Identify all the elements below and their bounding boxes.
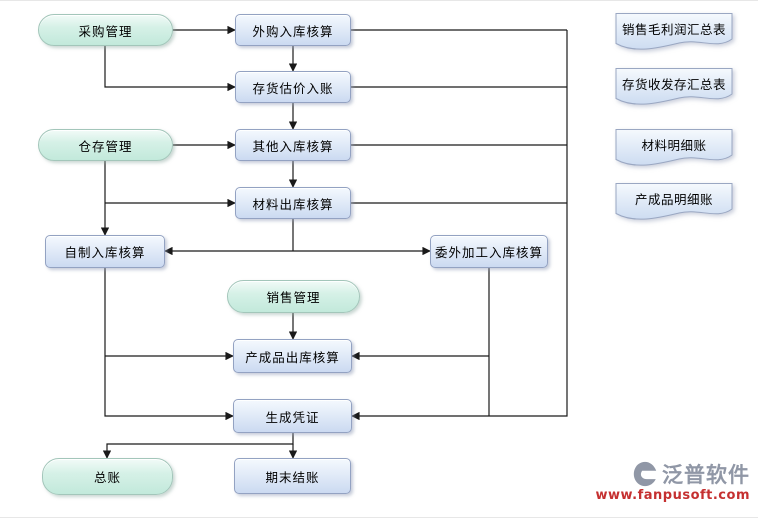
- node-generate-voucher: 生成凭证: [233, 399, 352, 433]
- conn-purchase-to-estimation: [104, 46, 236, 92]
- report-label: 材料明细账: [641, 137, 707, 153]
- node-label: 采购管理: [78, 23, 133, 39]
- node-warehouse-management: 仓存管理: [38, 129, 173, 161]
- node-purchase-management: 采购管理: [38, 14, 173, 46]
- node-sales-management: 销售管理: [227, 280, 360, 313]
- report-label: 销售毛利润汇总表: [621, 21, 726, 37]
- node-label: 材料出库核算: [252, 196, 334, 212]
- conn-selfmade-to-voucher: [104, 268, 234, 421]
- report-label: 存货收发存汇总表: [621, 76, 726, 92]
- node-label: 自制入库核算: [64, 245, 146, 260]
- watermark: 泛普软件 www.fanpusoft.com: [595, 459, 750, 503]
- document-shape: [615, 13, 733, 50]
- node-label: 委外加工入库核算: [434, 245, 543, 260]
- report-finished-goods-subsidiary-ledger: 产成品明细账: [615, 182, 733, 224]
- report-sales-gross-profit-summary: 销售毛利润汇总表: [615, 12, 733, 54]
- node-label: 期末结账: [265, 469, 320, 485]
- conn-rightrail-to-voucher: [351, 30, 568, 421]
- node-period-end-closing: 期末结账: [234, 458, 351, 494]
- node-purchased-inbound-accounting: 外购入库核算: [235, 14, 351, 46]
- node-label: 外购入库核算: [252, 23, 334, 39]
- node-finished-goods-outbound-accounting: 产成品出库核算: [233, 339, 352, 373]
- node-material-outbound-accounting: 材料出库核算: [235, 187, 351, 219]
- watermark-brand: 泛普软件: [662, 463, 750, 487]
- fanpu-logo-icon: [633, 461, 657, 487]
- node-label: 生成凭证: [265, 409, 320, 425]
- node-label: 其他入库核算: [252, 138, 334, 154]
- node-other-inbound-accounting: 其他入库核算: [235, 129, 351, 161]
- document-shape: [615, 68, 733, 105]
- document-shape: [615, 183, 733, 220]
- document-shape: [615, 129, 733, 166]
- report-label: 产成品明细账: [634, 191, 713, 207]
- node-label: 销售管理: [266, 290, 321, 305]
- node-general-ledger: 总账: [42, 458, 173, 495]
- node-inventory-estimation-entry: 存货估价入账: [235, 71, 351, 103]
- node-label: 总账: [93, 470, 121, 485]
- report-material-subsidiary-ledger: 材料明细账: [615, 128, 733, 170]
- node-selfmade-inbound-accounting: 自制入库核算: [45, 235, 165, 268]
- conn-voucher-to-ledger: [102, 433, 294, 459]
- node-label: 仓存管理: [78, 138, 133, 154]
- report-inventory-in-out-summary: 存货收发存汇总表: [615, 67, 733, 109]
- watermark-url: www.fanpusoft.com: [595, 488, 750, 503]
- node-label: 存货估价入账: [252, 80, 334, 96]
- node-outsourced-inbound-accounting: 委外加工入库核算: [430, 235, 548, 268]
- node-label: 产成品出库核算: [245, 349, 340, 365]
